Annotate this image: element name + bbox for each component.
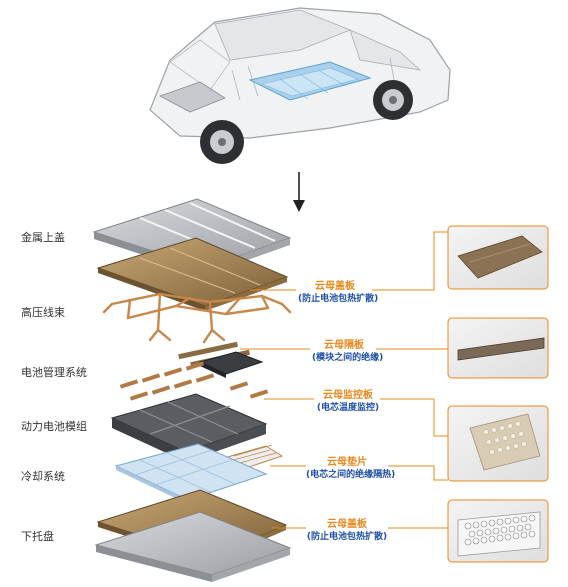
callout-desc: (防止电池包热扩散) [306, 532, 388, 542]
callout-title: 云母盖板 [315, 281, 355, 292]
callout-desc: (电芯温度监控) [316, 403, 380, 413]
callout-desc: (模块之间的绝缘) [312, 353, 384, 363]
mica-cover-top [96, 237, 289, 311]
callout-title: 云母监控板 [323, 390, 373, 401]
busbar-set [119, 361, 269, 401]
photo-mica-cover [447, 225, 549, 290]
callout-title: 云母盖板 [327, 519, 367, 530]
battery-management-system [198, 351, 264, 378]
callout-mica-monitor-board: 云母监控板 (电芯温度监控) [316, 389, 380, 414]
callout-mica-cover-top: 云母盖板 (防止电池包热扩散) [298, 280, 379, 305]
photo-mica-separator [447, 317, 549, 379]
layer-label-battery-module: 动力电池模组 [21, 420, 87, 433]
callout-connectors [240, 231, 448, 529]
layer-label-metal-top-cover: 金属上盖 [21, 231, 65, 244]
lower-tray [94, 511, 292, 582]
callout-desc: (电芯之间的绝缘隔热) [306, 470, 396, 480]
cooling-plate [114, 443, 268, 504]
callout-mica-separator: 云母隔板 (模块之间的绝缘) [312, 339, 384, 364]
callout-mica-cover-bottom: 云母盖板 (防止电池包热扩散) [306, 518, 388, 543]
down-arrow-icon [293, 172, 305, 212]
photo-mica-gasket [447, 499, 549, 563]
layer-label-lower-tray: 下托盘 [21, 530, 54, 543]
callout-desc: (防止电池包热扩散) [298, 294, 379, 304]
layer-label-bms: 电池管理系统 [21, 366, 87, 379]
callout-title: 云母垫片 [327, 457, 367, 468]
callout-title: 云母隔板 [324, 340, 364, 351]
car-illustration [149, 7, 451, 164]
photo-mica-monitor-board [447, 405, 549, 482]
callout-mica-gasket: 云母垫片 (电芯之间的绝缘隔热) [306, 456, 396, 481]
layer-label-cooling-system: 冷却系统 [21, 470, 65, 483]
high-voltage-harness [102, 292, 292, 344]
layer-label-high-voltage-harness: 高压线束 [21, 306, 65, 319]
